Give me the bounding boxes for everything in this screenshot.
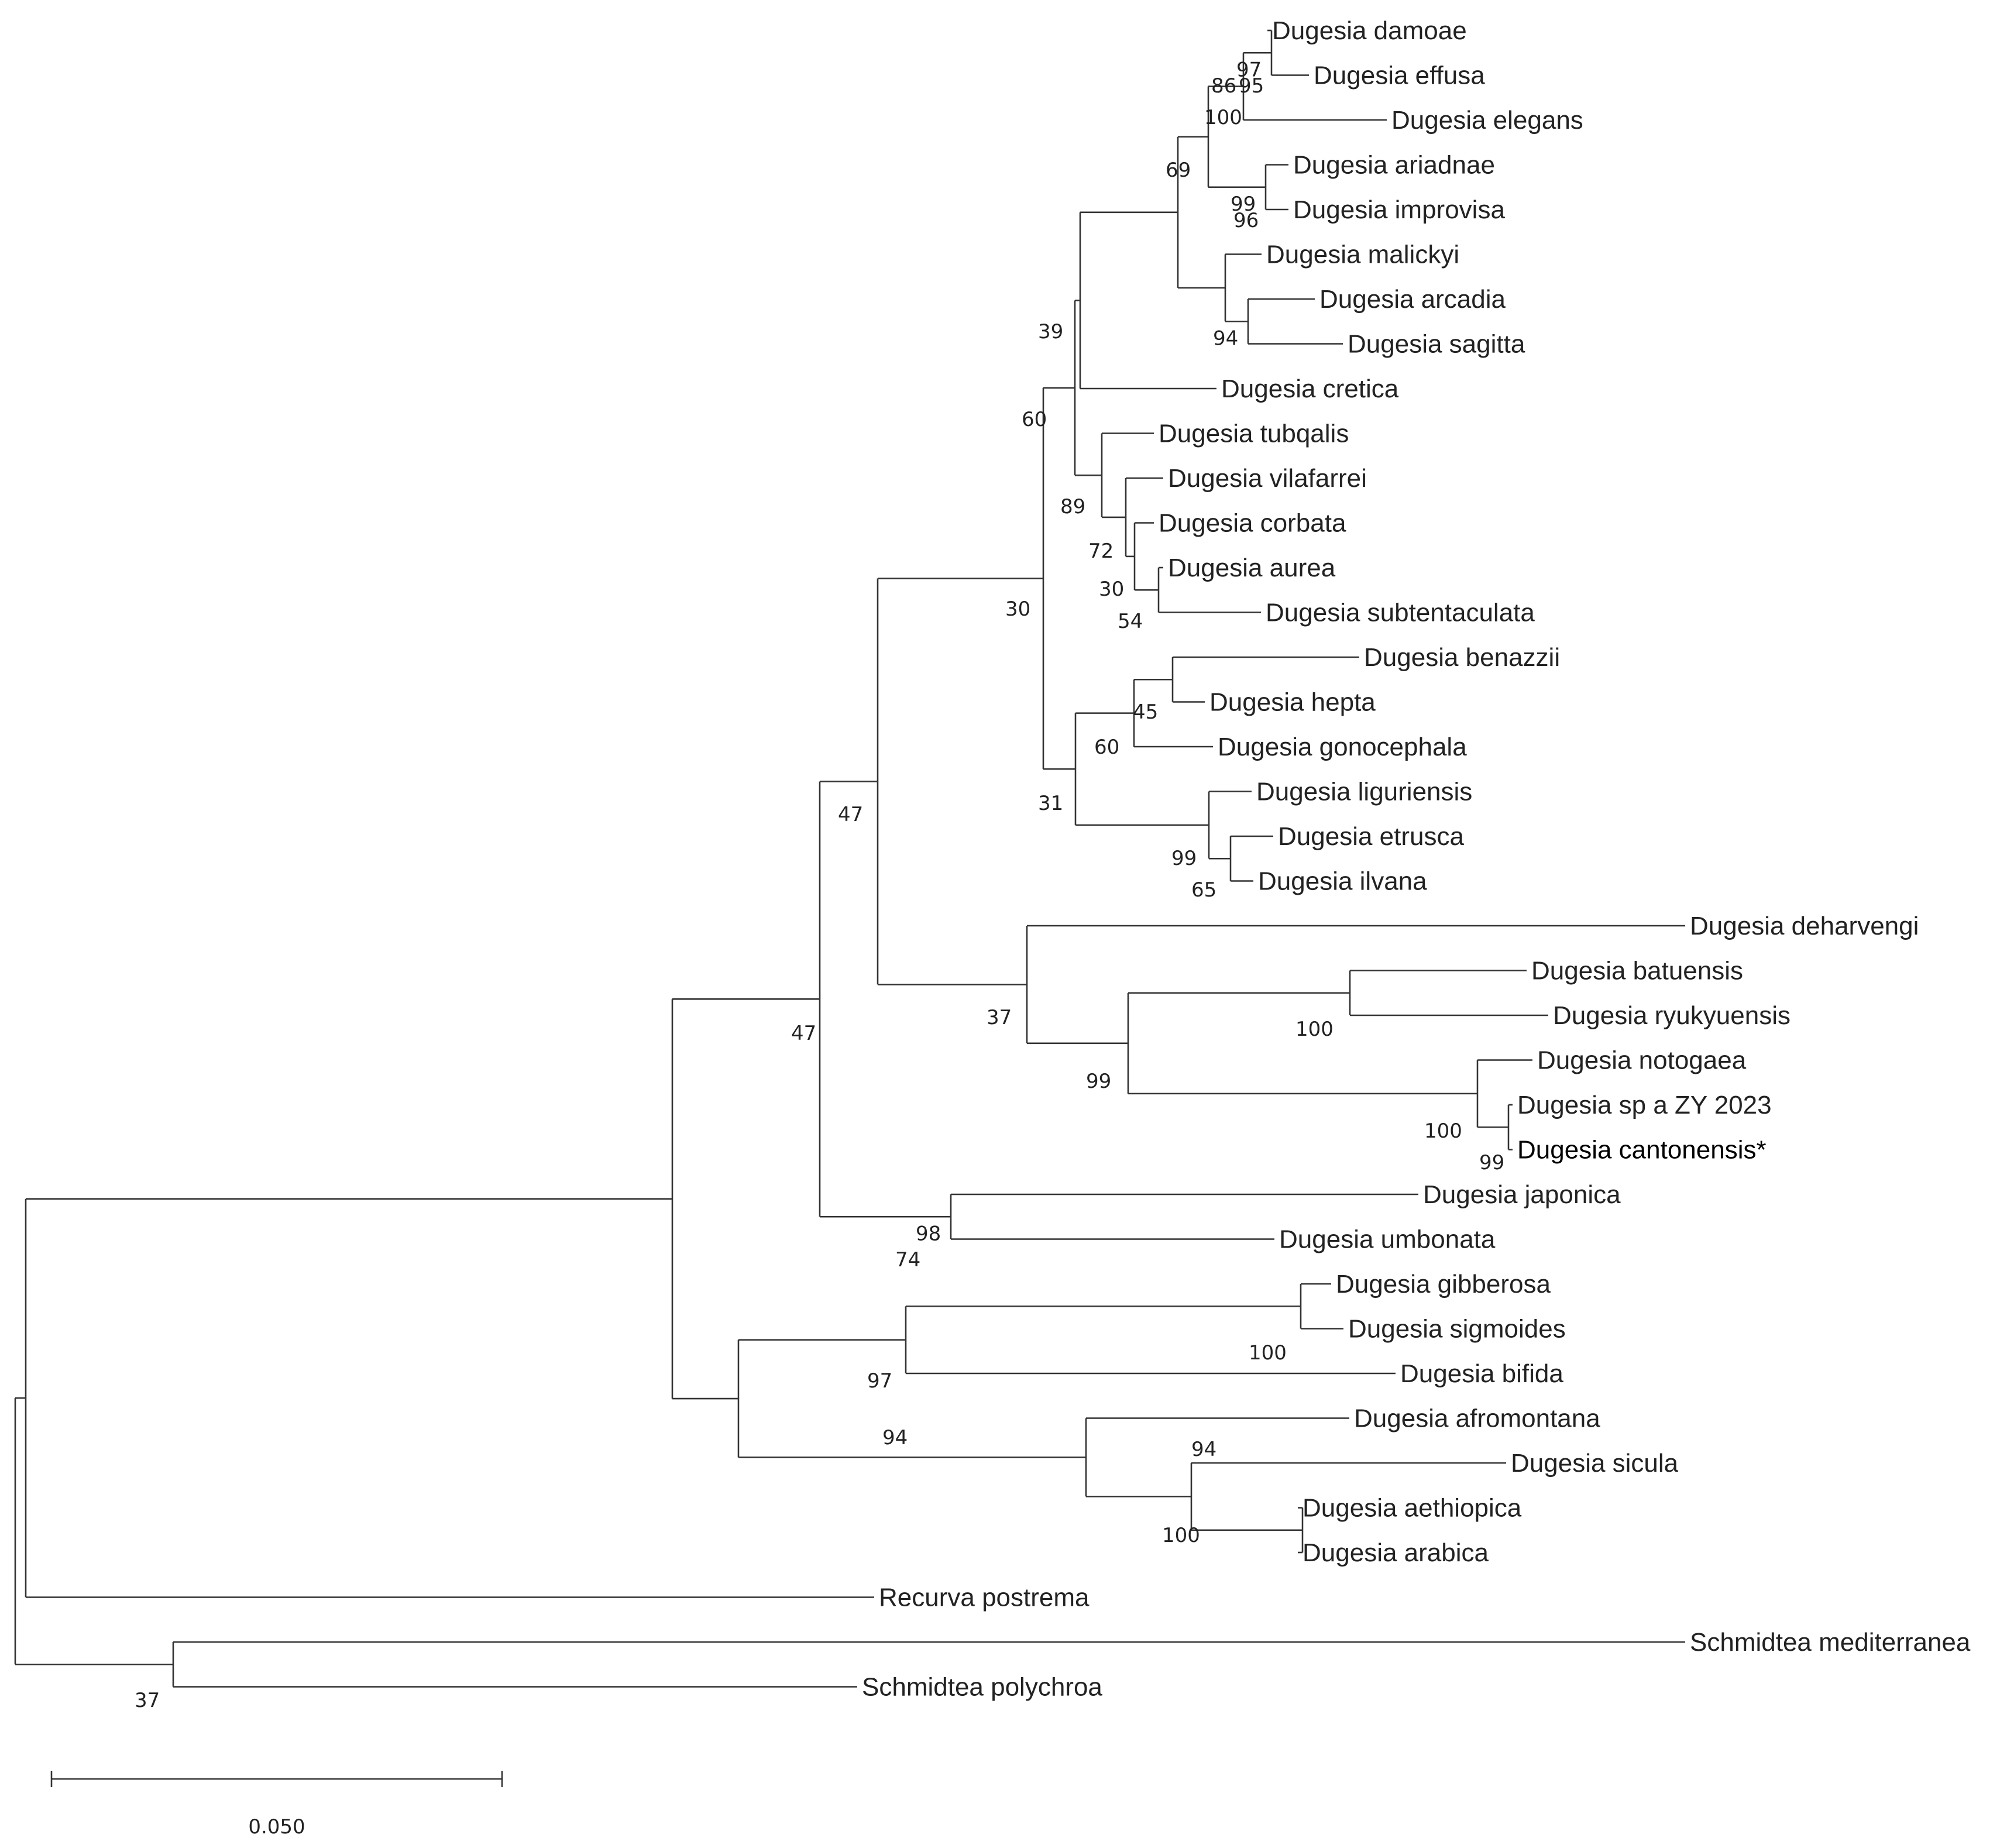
taxon-label: Dugesia aurea [1168, 554, 1336, 582]
taxon-label: Dugesia cantonensis* [1517, 1136, 1767, 1165]
bootstrap-support: 100 [1249, 1341, 1287, 1365]
bootstrap-support: 31 [1038, 792, 1063, 815]
taxon-label: Dugesia afromontana [1354, 1404, 1600, 1433]
taxon-label: Dugesia hepta [1209, 688, 1376, 717]
bootstrap-support: 74 [895, 1248, 920, 1272]
taxon-label: Dugesia ariadnae [1293, 151, 1495, 180]
bootstrap-support: 94 [1213, 327, 1238, 350]
bootstrap-support: 39 [1038, 320, 1063, 344]
taxon-label: Dugesia umbonata [1279, 1225, 1496, 1254]
taxon-label: Dugesia subtentaculata [1266, 599, 1535, 627]
bootstrap-support: 100 [1162, 1524, 1200, 1547]
taxon-label: Recurva postrema [879, 1583, 1090, 1612]
bootstrap-support: 65 [1191, 878, 1216, 902]
taxon-label: Dugesia elegans [1391, 106, 1583, 135]
bootstrap-support: 30 [1005, 597, 1030, 621]
bootstrap-support: 94 [882, 1426, 908, 1449]
bootstrap-support: 96 [1233, 209, 1259, 232]
bootstrap-support: 30 [1099, 578, 1124, 601]
taxon-label: Dugesia etrusca [1278, 822, 1464, 851]
bootstrap-support: 99 [1171, 847, 1197, 870]
taxon-label: Dugesia sicula [1511, 1449, 1679, 1478]
bootstrap-support: 100 [1204, 106, 1242, 129]
scale-bar: 0.050 [50, 1771, 503, 1839]
bootstrap-support: 99 [1231, 193, 1256, 216]
taxon-label: Dugesia gonocephala [1218, 733, 1467, 761]
bootstrap-support: 94 [1191, 1438, 1216, 1461]
taxon-label: Dugesia liguriensis [1256, 778, 1472, 806]
taxon-label: Dugesia arcadia [1319, 285, 1506, 314]
taxon-label: Dugesia arabica [1303, 1538, 1489, 1567]
bootstrap-support: 97 [1236, 58, 1262, 81]
bootstrap-support: 72 [1088, 540, 1114, 563]
taxon-label: Dugesia ryukyuensis [1553, 1001, 1791, 1030]
taxon-label: Dugesia notogaea [1537, 1046, 1747, 1075]
taxon-label: Dugesia benazzii [1364, 643, 1560, 672]
bootstrap-support: 100 [1295, 1018, 1334, 1041]
bootstrap-support-labels: 9795998694961006954307289394560659931601… [135, 58, 1504, 1712]
taxon-label: Dugesia vilafarrei [1168, 464, 1367, 493]
bootstrap-support: 45 [1133, 700, 1158, 724]
taxon-label: Dugesia deharvengi [1690, 912, 1919, 940]
taxon-label: Dugesia aethiopica [1303, 1494, 1522, 1523]
scale-bar-label: 0.050 [248, 1815, 305, 1839]
taxon-label: Dugesia gibberosa [1336, 1270, 1551, 1299]
taxon-label: Dugesia cretica [1221, 375, 1399, 403]
taxon-label: Dugesia malickyi [1266, 241, 1459, 269]
bootstrap-support: 100 [1424, 1119, 1462, 1143]
taxon-label: Dugesia tubqalis [1159, 420, 1349, 448]
bootstrap-support: 95 [1239, 74, 1264, 98]
taxon-label: Dugesia improvisa [1293, 195, 1505, 224]
taxon-label: Dugesia damoae [1272, 16, 1467, 45]
taxon-label: Dugesia ilvana [1258, 867, 1427, 896]
bootstrap-support: 54 [1118, 610, 1143, 633]
taxon-label: Dugesia effusa [1314, 61, 1485, 90]
taxon-label: Dugesia batuensis [1531, 957, 1743, 985]
tree-branches [14, 29, 1685, 1688]
bootstrap-support: 60 [1094, 736, 1119, 759]
bootstrap-support: 99 [1086, 1070, 1111, 1093]
bootstrap-support: 37 [987, 1006, 1012, 1029]
taxon-label: Schmidtea polychroa [862, 1673, 1102, 1702]
bootstrap-support: 37 [135, 1689, 160, 1712]
bootstrap-support: 86 [1211, 74, 1236, 98]
taxon-label: Dugesia sp a ZY 2023 [1517, 1091, 1772, 1119]
bootstrap-support: 89 [1060, 495, 1085, 518]
bootstrap-support: 97 [867, 1369, 892, 1393]
bootstrap-support: 47 [791, 1022, 816, 1045]
taxon-label: Dugesia bifida [1400, 1359, 1563, 1388]
bootstrap-support: 99 [1479, 1151, 1504, 1174]
taxon-label: Dugesia japonica [1423, 1180, 1621, 1209]
taxon-label: Schmidtea mediterranea [1690, 1628, 1971, 1657]
bootstrap-support: 98 [916, 1222, 941, 1245]
taxon-label: Dugesia sigmoides [1348, 1315, 1566, 1344]
bootstrap-support: 47 [838, 803, 863, 826]
bootstrap-support: 60 [1022, 408, 1047, 431]
bootstrap-support: 69 [1166, 159, 1191, 182]
taxon-label: Dugesia sagitta [1348, 330, 1525, 359]
taxon-label: Dugesia corbata [1159, 509, 1346, 538]
